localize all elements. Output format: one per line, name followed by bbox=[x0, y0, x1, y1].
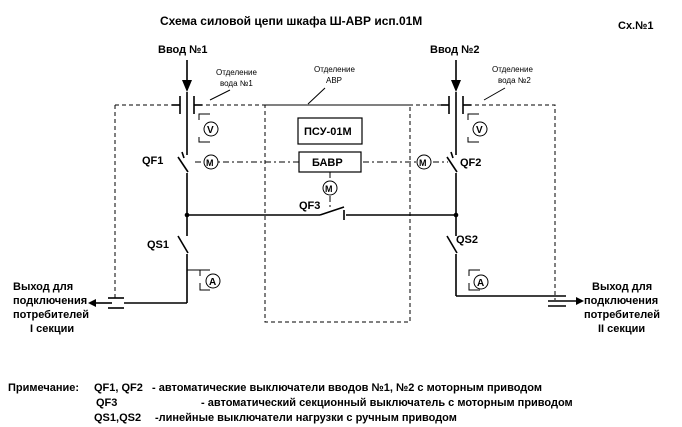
motor-qf2: М bbox=[416, 154, 432, 170]
note-2-text: - автоматический секционный выключатель … bbox=[201, 397, 573, 409]
qf1-label: QF1 bbox=[142, 155, 163, 167]
input1-arrow bbox=[182, 60, 192, 92]
output1-line1: Выход для bbox=[13, 281, 73, 293]
output2-line3: потребителей bbox=[584, 309, 660, 321]
output2-line1: Выход для bbox=[592, 281, 652, 293]
qs2-label: QS2 bbox=[456, 234, 478, 246]
avr-label-line2: АВР bbox=[326, 76, 342, 85]
breaker-qf1 bbox=[177, 151, 189, 173]
motor-qf3: М bbox=[322, 180, 338, 196]
input2-arrow bbox=[451, 60, 461, 92]
output1-line4: I секции bbox=[30, 323, 74, 335]
output2-terminal bbox=[548, 295, 584, 307]
avr-label-line1: Отделение bbox=[314, 65, 355, 74]
output1-terminal bbox=[88, 297, 124, 309]
breaker-qf3 bbox=[319, 206, 345, 220]
note-2-key: QF3 bbox=[96, 397, 117, 409]
note-3-key: QS1,QS2 bbox=[94, 412, 141, 424]
ammeter-1-symbol: A bbox=[209, 277, 216, 288]
motor-qf2-symbol: М bbox=[419, 158, 427, 168]
output2-line2: подключения bbox=[584, 295, 658, 307]
sep1-label-line1: Отделение bbox=[216, 68, 257, 77]
motor-qf1-symbol: М bbox=[206, 158, 214, 168]
ammeter-2-symbol: A bbox=[477, 278, 484, 289]
voltmeter-2: V bbox=[467, 113, 488, 143]
motor-qf3-symbol: М bbox=[325, 184, 333, 194]
note-3-text: -линейные выключатели нагрузки с ручным … bbox=[155, 412, 457, 424]
ammeter-1: A bbox=[187, 269, 221, 291]
psu-box bbox=[297, 117, 363, 145]
sep2-label-line2: вода №2 bbox=[498, 76, 531, 85]
output2-line4: II секции bbox=[598, 323, 645, 335]
switch-qs2 bbox=[446, 235, 458, 254]
circuit-lines bbox=[124, 92, 548, 304]
qf2-label: QF2 bbox=[460, 157, 481, 169]
compartment-outlines bbox=[114, 104, 556, 323]
input1-label: Ввод №1 bbox=[158, 44, 208, 56]
breaker-qf2 bbox=[446, 151, 458, 173]
input2-label: Ввод №2 bbox=[430, 44, 480, 56]
voltmeter-1: V bbox=[198, 113, 219, 143]
ammeter-2: A bbox=[468, 269, 489, 291]
input1-ct-symbol bbox=[172, 96, 202, 114]
voltmeter-2-symbol: V bbox=[476, 125, 483, 136]
diagram-title: Схема силовой цепи шкафа Ш-АВР исп.01М bbox=[160, 14, 422, 28]
voltmeter-1-symbol: V bbox=[207, 125, 214, 136]
sep2-leader bbox=[483, 87, 506, 101]
switch-qs1 bbox=[177, 235, 189, 254]
notes-label: Примечание: bbox=[8, 382, 79, 394]
scheme-number: Сх.№1 bbox=[618, 20, 654, 32]
note-1-key: QF1, QF2 bbox=[94, 382, 143, 394]
input2-ct-symbol bbox=[441, 96, 471, 114]
sep1-leader bbox=[209, 89, 231, 101]
output1-line3: потребителей bbox=[13, 309, 89, 321]
qf3-label: QF3 bbox=[299, 200, 320, 212]
qs1-label: QS1 bbox=[147, 239, 169, 251]
bavr-label: БАВР bbox=[312, 157, 343, 169]
psu-label: ПСУ-01М bbox=[304, 126, 352, 138]
output1-line2: подключения bbox=[13, 295, 87, 307]
note-1-text: - автоматические выключатели вводов №1, … bbox=[152, 382, 542, 394]
avr-leader bbox=[307, 87, 326, 105]
sep1-label-line2: вода №1 bbox=[220, 79, 253, 88]
sep2-label-line1: Отделение bbox=[492, 65, 533, 74]
motor-qf1: М bbox=[203, 154, 219, 170]
